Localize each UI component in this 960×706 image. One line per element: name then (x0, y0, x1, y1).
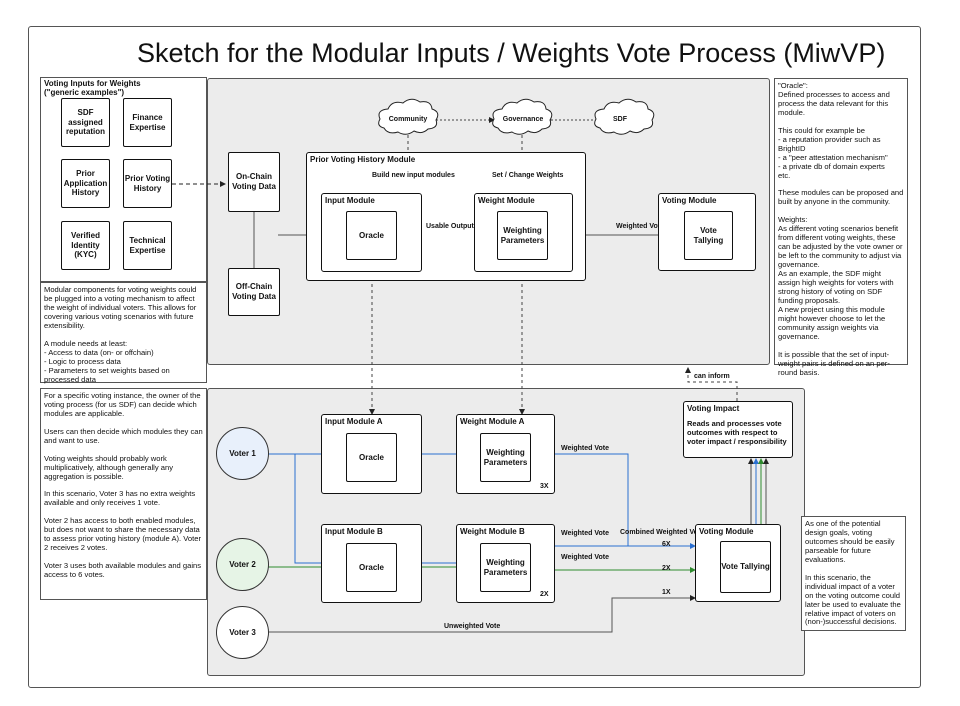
input-item-sdf-reputation: SDF assigned reputation (61, 98, 110, 147)
top-vote-tallying-box: Vote Tallying (684, 211, 733, 260)
oracle-note: "Oracle": Defined processes to access an… (774, 78, 908, 376)
impact-note: As one of the potential design goals, vo… (801, 516, 906, 631)
cloud-sdf: SDF (613, 116, 627, 123)
voting-inputs-header: Voting Inputs for Weights ("generic exam… (44, 79, 141, 97)
offchain-data-box: Off-Chain Voting Data (228, 268, 280, 316)
input-item-prior-voting: Prior Voting History (123, 159, 172, 208)
diagram-frame (28, 26, 921, 688)
top-oracle-box: Oracle (346, 211, 397, 260)
onchain-data-box: On-Chain Voting Data (228, 152, 280, 212)
build-modules-label: Build new input modules (372, 172, 455, 179)
cloud-community: Community (388, 116, 428, 123)
input-module-a-label: Input Module A (325, 417, 383, 426)
input-item-application-history: Prior Application History (61, 159, 110, 208)
top-weighted-vote-label: Weighted Vote (616, 223, 664, 230)
sdf-cloud-icon (594, 98, 655, 135)
weighted-vote-a-label: Weighted Vote (561, 445, 609, 452)
modular-components-note: Modular components for voting weights co… (40, 282, 207, 384)
can-inform-line (685, 367, 738, 401)
bottom-vote-tallying-box: Vote Tallying (720, 541, 771, 593)
weighted-vote-b1-label: Weighted Vote (561, 530, 609, 537)
input-item-kyc: Verified Identity (KYC) (61, 221, 110, 270)
weighting-params-a-box: Weighting Parameters (480, 433, 531, 482)
mult-b-label: 2X (540, 591, 549, 598)
weighted-vote-b2-label: Weighted Vote (561, 554, 609, 561)
mult-a-label: 3X (540, 483, 549, 490)
oracle-a-box: Oracle (346, 433, 397, 482)
top-voting-module-label: Voting Module (662, 196, 717, 205)
weighting-params-b-box: Weighting Parameters (480, 543, 531, 592)
combined-vote-label: Combined Weighted Vote (620, 529, 705, 536)
x1-label: 1X (662, 589, 671, 596)
usable-output-label: Usable Output (426, 223, 474, 230)
top-weight-module-label: Weight Module (478, 196, 535, 205)
top-weighting-params-box: Weighting Parameters (497, 211, 548, 260)
unweighted-vote-label: Unweighted Vote (444, 623, 501, 630)
input-item-finance: Finance Expertise (123, 98, 172, 147)
weight-module-b-label: Weight Module B (460, 527, 525, 536)
voter-1: Voter 1 (216, 427, 269, 480)
scenario-note: For a specific voting instance, the owne… (40, 388, 207, 600)
x6-label: 6X (662, 541, 671, 548)
input-item-technical: Technical Expertise (123, 221, 172, 270)
x2-label: 2X (662, 565, 671, 572)
cloud-governance: Governance (502, 116, 544, 123)
prior-voting-module-label: Prior Voting History Module (310, 155, 416, 164)
voter-3: Voter 3 (216, 606, 269, 659)
input-module-b-label: Input Module B (325, 527, 383, 536)
oracle-b-box: Oracle (346, 543, 397, 592)
voter-2: Voter 2 (216, 538, 269, 591)
top-input-module-label: Input Module (325, 196, 375, 205)
can-inform-label: can inform (694, 373, 730, 380)
governance-cloud-icon (492, 98, 553, 135)
page-title: Sketch for the Modular Inputs / Weights … (137, 38, 886, 68)
set-weights-label: Set / Change Weights (492, 172, 564, 179)
weight-module-a-label: Weight Module A (460, 417, 525, 426)
voting-impact-title: Voting Impact (687, 404, 740, 413)
bottom-voting-module-label: Voting Module (699, 527, 754, 536)
community-cloud-icon (378, 98, 439, 135)
voting-impact-text: Reads and processes vote outcomes with r… (687, 419, 787, 446)
voting-impact-box: Voting Impact Reads and processes vote o… (683, 401, 793, 458)
